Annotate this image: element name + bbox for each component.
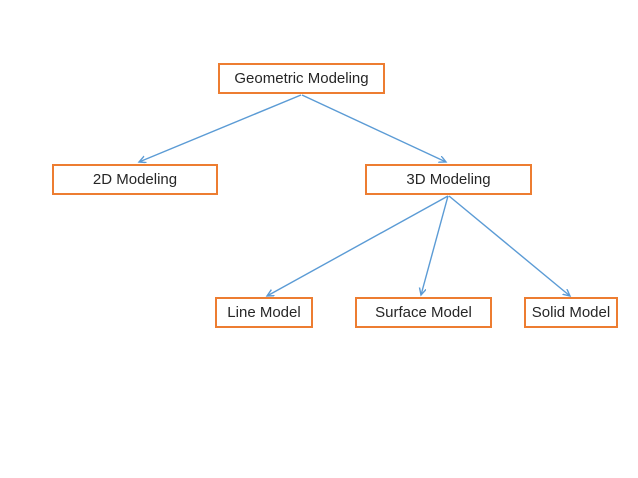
node-solid-model: Solid Model: [524, 297, 618, 328]
node-surface-model-label: Surface Model: [375, 304, 472, 321]
edge-root-to-2d-modeling: [139, 94, 302, 162]
node-3d-modeling: 3D Modeling: [365, 164, 532, 195]
node-line-model: Line Model: [215, 297, 313, 328]
node-geometric-modeling-label: Geometric Modeling: [234, 70, 369, 87]
edge-3d-to-surface-model: [421, 195, 449, 295]
edge-root-to-3d-modeling: [301, 94, 446, 162]
node-line-model-label: Line Model: [227, 304, 301, 321]
edge-3d-to-solid-model: [448, 195, 570, 296]
node-geometric-modeling: Geometric Modeling: [218, 63, 385, 94]
node-surface-model: Surface Model: [355, 297, 492, 328]
node-solid-model-label: Solid Model: [531, 304, 611, 321]
edge-3d-to-line-model: [267, 195, 449, 296]
node-2d-modeling: 2D Modeling: [52, 164, 218, 195]
node-2d-modeling-label: 2D Modeling: [92, 171, 178, 188]
node-3d-modeling-label: 3D Modeling: [406, 171, 491, 188]
